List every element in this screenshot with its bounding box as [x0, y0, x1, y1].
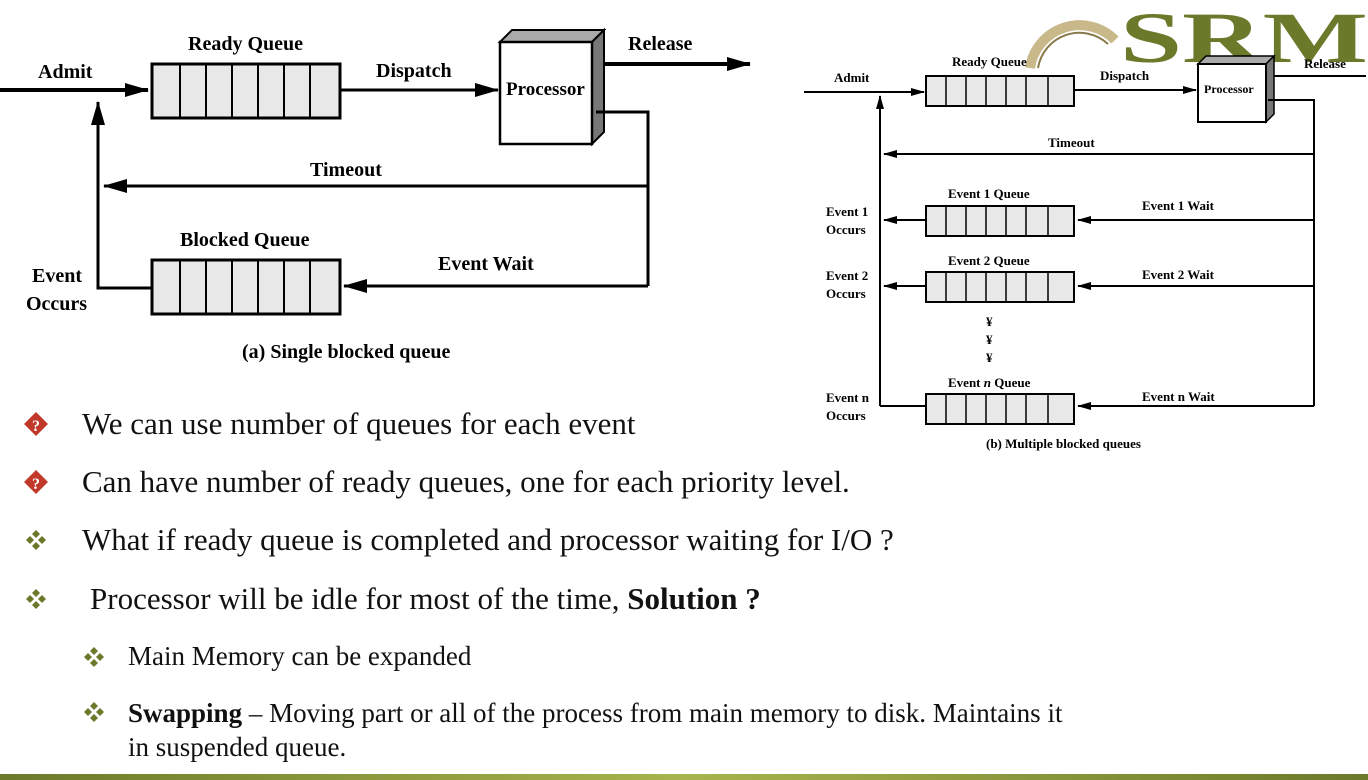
b-ready-queue [925, 75, 1075, 107]
b-event1-occurs-1: Event 1 [826, 204, 868, 219]
b-eventn-queue [925, 393, 1075, 425]
b-eventn-occurs-1: Event n [826, 390, 870, 405]
b-timeout-label: Timeout [1048, 135, 1095, 150]
b-event2-queue [925, 271, 1075, 303]
b-dispatch-label: Dispatch [1100, 68, 1150, 83]
event-occurs-line [91, 101, 152, 290]
svg-text:?: ? [32, 476, 40, 493]
b-processor-label: Processor [1204, 82, 1254, 96]
footer-bar [0, 774, 1368, 780]
b-event2-wait-label: Event 2 Wait [1142, 267, 1215, 282]
b-event2-queue-label: Event 2 Queue [948, 253, 1030, 268]
diamond-question-icon: ? [24, 412, 48, 436]
event-occurs-label-2: Occurs [26, 293, 87, 315]
b-dots-3: ¥ [986, 350, 993, 365]
four-diamond-icon [84, 702, 104, 722]
bullet-4-text: Processor will be idle for most of the t… [90, 581, 761, 616]
b-eventn-queue-label: Event n Queue [948, 375, 1031, 390]
blocked-queue [150, 258, 342, 316]
processor-output-line [596, 110, 650, 286]
bullet-2: ? Can have number of ready queues, one f… [22, 464, 850, 502]
multiple-blocked-queues-diagram: Admit Ready Queue Dispatch Processor Rel… [804, 54, 1366, 451]
ready-queue-label: Ready Queue [188, 33, 303, 55]
admit-label: Admit [38, 61, 93, 83]
b-event2-occurs-2: Occurs [826, 286, 866, 301]
diamond-question-icon: ? [24, 470, 48, 494]
sub-bullet-1: Main Memory can be expanded [82, 641, 471, 673]
b-eventn-wait-label: Event n Wait [1142, 389, 1215, 404]
ready-queue [150, 62, 342, 120]
sub-bullet-2: Swapping – Moving part or all of the pro… [82, 696, 1342, 764]
b-caption: (b) Multiple blocked queues [986, 436, 1141, 451]
b-event1-queue [925, 205, 1075, 237]
blocked-queue-label: Blocked Queue [180, 229, 310, 251]
release-label: Release [628, 33, 693, 55]
seal-arc [1025, 20, 1119, 69]
timeout-label: Timeout [310, 159, 382, 181]
b-processor-box [1196, 54, 1276, 124]
processor-box [497, 27, 607, 147]
svg-text:?: ? [32, 418, 40, 435]
four-diamond-icon [84, 647, 104, 667]
four-diamond-icon [26, 530, 46, 550]
b-event1-queue-label: Event 1 Queue [948, 186, 1030, 201]
diagram-a-caption: (a) Single blocked queue [242, 341, 450, 363]
b-dots-2: ¥ [986, 332, 993, 347]
event-occurs-label-1: Event [32, 265, 82, 287]
b-admit-label: Admit [834, 70, 870, 85]
single-blocked-queue-diagram: Admit Ready Queue Dispatch Processor Rel… [0, 27, 751, 363]
b-event1-occurs-2: Occurs [826, 222, 866, 237]
b-dots-1: ¥ [986, 314, 993, 329]
bullet-1-text: We can use number of queues for each eve… [82, 406, 636, 441]
bullet-2-text: Can have number of ready queues, one for… [82, 464, 850, 499]
sub-bullet-1-text: Main Memory can be expanded [128, 641, 472, 671]
b-event2-occurs-1: Event 2 [826, 268, 868, 283]
four-diamond-icon [26, 589, 46, 609]
bullet-4: Processor will be idle for most of the t… [22, 581, 761, 619]
dispatch-label: Dispatch [376, 60, 452, 82]
processor-label: Processor [506, 79, 585, 100]
b-output-bus [1268, 99, 1315, 406]
b-ready-queue-label: Ready Queue [952, 54, 1027, 69]
bullet-3: What if ready queue is completed and pro… [22, 522, 894, 560]
bullet-3-text: What if ready queue is completed and pro… [82, 522, 894, 557]
b-eventn-occurs-2: Occurs [826, 408, 866, 423]
sub-bullet-2-text: Swapping – Moving part or all of the pro… [128, 698, 1063, 762]
event-wait-label: Event Wait [438, 253, 534, 275]
b-release-label: Release [1304, 56, 1346, 71]
bullet-1: ? We can use number of queues for each e… [22, 406, 636, 444]
b-event1-wait-label: Event 1 Wait [1142, 198, 1215, 213]
